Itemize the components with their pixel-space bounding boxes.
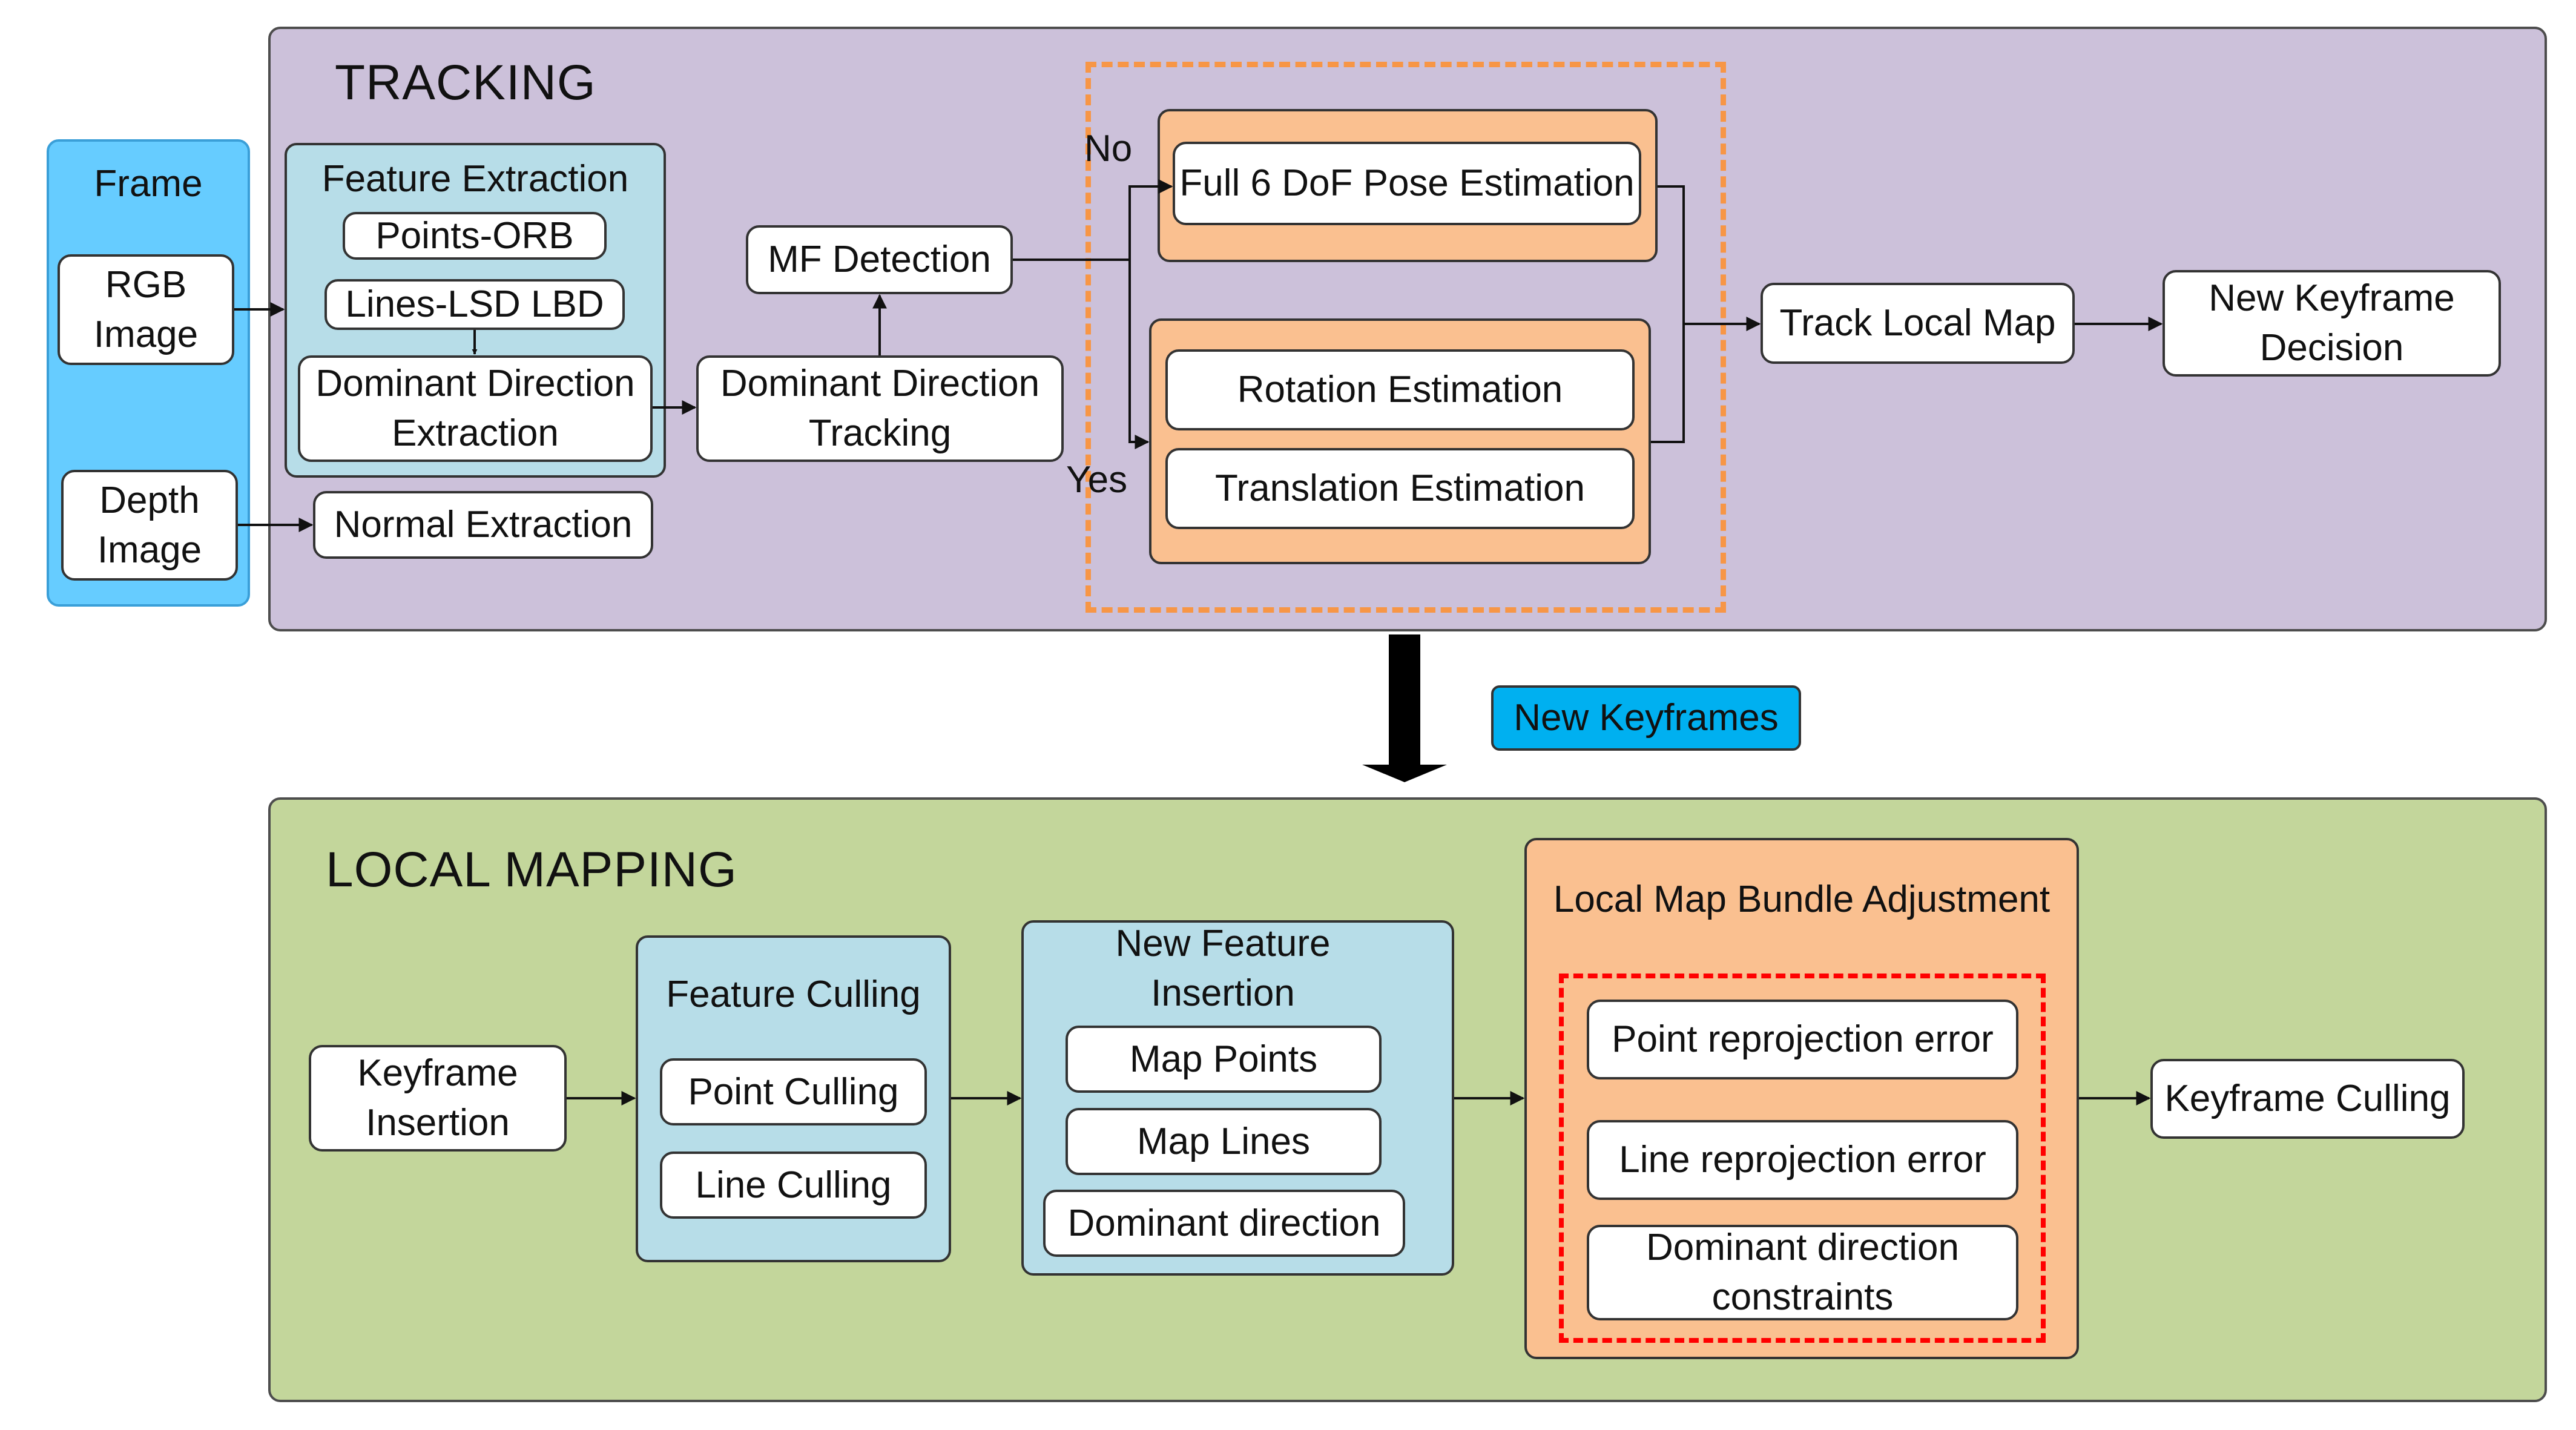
local-mapping-title: LOCAL MAPPING (326, 842, 737, 897)
line-rot-trans-out (1651, 324, 1685, 443)
line-culling-box: Line Culling (660, 1152, 927, 1219)
big-down-arrow-head (1362, 765, 1447, 782)
point-culling-box: Point Culling (660, 1058, 927, 1125)
keyframe-insertion-box: Keyframe Insertion (309, 1045, 567, 1152)
rgb-image-box: RGB Image (58, 254, 234, 365)
bundle-adjustment-title: Local Map Bundle Adjustment (1553, 878, 2051, 920)
mf-detection-box: MF Detection (746, 225, 1013, 294)
new-keyframes-badge: New Keyframes (1491, 685, 1801, 751)
track-local-map-box: Track Local Map (1761, 283, 2075, 364)
dominant-direction-map-box: Dominant direction (1043, 1190, 1405, 1257)
line-reprojection-error-box: Line reprojection error (1587, 1120, 2018, 1200)
branch-yes-label: Yes (1066, 459, 1128, 501)
points-orb-box: Points-ORB (343, 212, 607, 260)
big-down-arrow-shaft (1389, 634, 1420, 765)
tracking-title: TRACKING (335, 55, 596, 110)
map-lines-box: Map Lines (1066, 1108, 1382, 1175)
normal-extraction-box: Normal Extraction (313, 491, 653, 559)
point-reprojection-error-box: Point reprojection error (1587, 1000, 2018, 1079)
feature-extraction-title: Feature Extraction (321, 158, 629, 200)
branch-no-label: No (1084, 128, 1133, 170)
dominant-direction-extraction-box: Dominant Direction Extraction (298, 355, 653, 462)
full-6dof-pose-box: Full 6 DoF Pose Estimation (1173, 142, 1641, 225)
dominant-direction-tracking-box: Dominant Direction Tracking (696, 355, 1064, 462)
dominant-direction-constraints-box: Dominant direction constraints (1587, 1225, 2018, 1320)
frame-title: Frame (94, 163, 203, 205)
lines-lsd-lbd-box: Lines-LSD LBD (324, 279, 625, 330)
keyframe-culling-box: Keyframe Culling (2150, 1059, 2465, 1139)
translation-estimation-box: Translation Estimation (1165, 448, 1635, 529)
pose-estimation-dashed-region (1085, 62, 1726, 613)
bundle-adjustment-dashed-region (1559, 974, 2046, 1343)
map-points-box: Map Points (1066, 1026, 1382, 1093)
new-keyframe-decision-box: New Keyframe Decision (2163, 270, 2501, 377)
feature-culling-title: Feature Culling (666, 974, 921, 1015)
rotation-estimation-box: Rotation Estimation (1165, 349, 1635, 430)
arrow-branch-no (1128, 179, 1173, 260)
depth-image-box: Depth Image (61, 470, 238, 581)
line-full-pose-out (1658, 185, 1685, 324)
arrow-branch-yes (1128, 260, 1150, 449)
new-feature-insertion-title: New Feature Insertion (1115, 923, 1331, 1014)
